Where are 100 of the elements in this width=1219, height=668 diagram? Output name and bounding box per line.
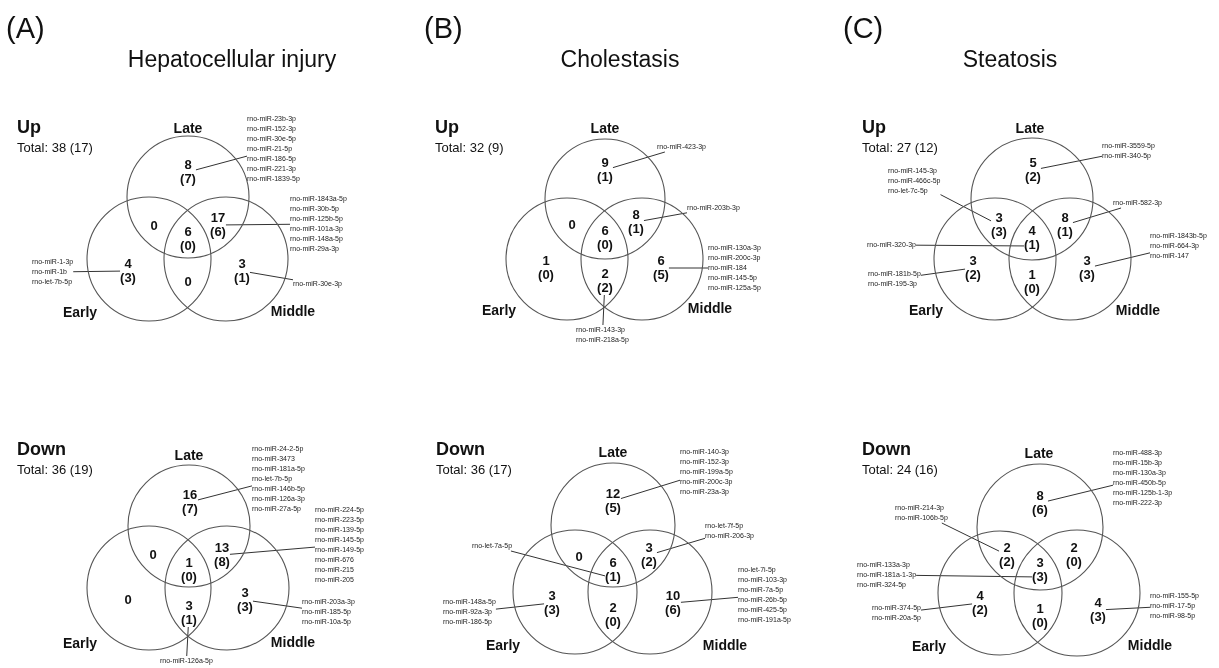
region-count: 0 — [575, 550, 583, 564]
region-count: 5 (2) — [1025, 156, 1041, 184]
region-count: 8 (7) — [180, 158, 196, 186]
leader-line — [612, 151, 666, 169]
leader-line — [72, 270, 121, 273]
region-count: 1 (0) — [1024, 268, 1040, 296]
region-count: 0 — [150, 219, 158, 233]
region-count: 16 (7) — [182, 488, 198, 516]
set-label: Late — [174, 447, 204, 463]
region-count: 10 (6) — [665, 589, 681, 617]
region-count: 4 (3) — [120, 257, 136, 285]
set-label: Early — [62, 635, 98, 651]
region-count: 0 — [568, 218, 576, 232]
region-count: 8 (1) — [628, 208, 644, 236]
region-count: 2 (0) — [605, 601, 621, 629]
region-count: 3 (1) — [234, 257, 250, 285]
leader-line — [1072, 207, 1122, 224]
set-label: Late — [1024, 445, 1054, 461]
panel-letter: (B) — [424, 12, 463, 45]
total-count: Total: 27 (12) — [862, 140, 938, 155]
region-count: 6 (0) — [180, 225, 196, 253]
leader-line — [602, 294, 605, 326]
region-count: 1 (0) — [1032, 602, 1048, 630]
leader-line — [252, 600, 303, 609]
leader-line — [229, 546, 316, 555]
set-label: Middle — [270, 303, 316, 319]
region-count: 3 (3) — [1032, 556, 1048, 584]
leader-line — [620, 479, 681, 500]
total-count: Total: 38 (17) — [17, 140, 93, 155]
leader-line — [495, 603, 545, 610]
region-count: 0 — [124, 593, 132, 607]
leader-line — [225, 223, 291, 226]
set-label: Late — [598, 444, 628, 460]
panel-letter: (A) — [6, 12, 45, 45]
region-count: 13 (8) — [214, 541, 230, 569]
total-count: Total: 24 (16) — [862, 462, 938, 477]
direction-heading: Up — [435, 117, 459, 138]
direction-heading: Down — [436, 439, 485, 460]
region-count: 4 (3) — [1090, 596, 1106, 624]
leader-line — [668, 267, 709, 269]
leader-line — [643, 212, 688, 222]
region-count: 4 (2) — [972, 589, 988, 617]
region-count: 3 (2) — [641, 541, 657, 569]
region-count: 12 (5) — [605, 487, 621, 515]
set-label: Middle — [1115, 302, 1161, 318]
region-count: 2 (2) — [597, 267, 613, 295]
leader-line — [940, 194, 992, 222]
leader-line — [1105, 606, 1151, 611]
leader-line — [656, 537, 706, 554]
set-label: Middle — [270, 634, 316, 650]
set-label: Early — [911, 638, 947, 654]
set-label: Early — [485, 637, 521, 653]
region-count: 4 (1) — [1024, 224, 1040, 252]
total-count: Total: 36 (17) — [436, 462, 512, 477]
region-count: 1 (0) — [181, 556, 197, 584]
leader-line — [249, 271, 294, 281]
region-count: 3 (3) — [991, 211, 1007, 239]
region-count: 6 (1) — [605, 556, 621, 584]
leader-line — [1047, 484, 1114, 502]
set-label: Late — [173, 120, 203, 136]
leader-line — [941, 522, 1000, 552]
panel-title: Steatosis — [962, 46, 1058, 73]
region-count: 9 (1) — [597, 156, 613, 184]
region-count: 8 (1) — [1057, 211, 1073, 239]
panel-title: Hepatocellular injury — [127, 46, 337, 73]
panel-letter: (C) — [843, 12, 884, 45]
direction-heading: Up — [17, 117, 41, 138]
set-label: Early — [908, 302, 944, 318]
region-count: 6 (0) — [597, 224, 613, 252]
region-count: 6 (5) — [653, 254, 669, 282]
region-count: 0 — [149, 548, 157, 562]
region-count: 1 (0) — [538, 254, 554, 282]
direction-heading: Down — [862, 439, 911, 460]
total-count: Total: 32 (9) — [435, 140, 504, 155]
total-count: Total: 36 (19) — [17, 462, 93, 477]
region-count: 3 (3) — [1079, 254, 1095, 282]
set-label: Middle — [1127, 637, 1173, 653]
leader-line — [510, 550, 606, 577]
region-count: 17 (6) — [210, 211, 226, 239]
set-label: Middle — [687, 300, 733, 316]
region-count: 8 (6) — [1032, 489, 1048, 517]
region-count: 3 (3) — [237, 586, 253, 614]
leader-line — [915, 574, 1033, 578]
direction-heading: Down — [17, 439, 66, 460]
panel-title: Cholestasis — [560, 46, 680, 73]
set-label: Early — [481, 302, 517, 318]
set-label: Early — [62, 304, 98, 320]
set-label: Late — [1015, 120, 1045, 136]
region-count: 3 (2) — [965, 254, 981, 282]
leader-line — [186, 626, 189, 657]
direction-heading: Up — [862, 117, 886, 138]
leader-line — [920, 603, 973, 611]
leader-line — [197, 485, 253, 501]
leader-line — [195, 155, 248, 171]
region-count: 2 (0) — [1066, 541, 1082, 569]
set-label: Late — [590, 120, 620, 136]
region-count: 3 (3) — [544, 589, 560, 617]
region-count: 0 — [184, 275, 192, 289]
leader-line — [1094, 252, 1151, 267]
leader-line — [680, 596, 739, 603]
